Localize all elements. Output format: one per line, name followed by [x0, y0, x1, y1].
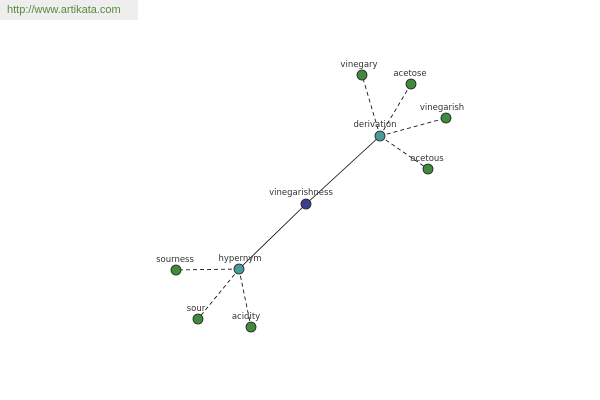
site-url-watermark: http://www.artikata.com	[0, 0, 138, 20]
node-vinegarish[interactable]	[440, 112, 452, 124]
node-sour[interactable]	[192, 313, 204, 325]
labels-layer: vinegarishness derivation hypernym vinegary…	[156, 60, 464, 322]
node-acetose[interactable]	[405, 78, 417, 90]
node-label-derivation: derivation	[353, 120, 396, 130]
node-acetous[interactable]	[422, 163, 434, 175]
edge-derivation-vinegarish	[379, 117, 447, 137]
node-hypernym[interactable]	[233, 263, 245, 275]
edge-derivation-acetose	[379, 83, 412, 137]
edge-hypernym-sour	[197, 268, 240, 320]
node-vinegarishness[interactable]	[300, 198, 312, 210]
edge-derivation-vinegary	[361, 74, 381, 137]
edge-vinegarishness-derivation	[305, 135, 381, 205]
node-label-sour: sour	[187, 304, 206, 314]
node-sourness[interactable]	[170, 264, 182, 276]
node-label-acetose: acetose	[393, 69, 426, 79]
node-derivation[interactable]	[374, 130, 386, 142]
node-label-vinegarishness: vinegarishness	[269, 188, 333, 198]
node-label-sourness: sourness	[156, 255, 194, 265]
edge-vinegarishness-hypernym	[238, 203, 307, 270]
nodes-layer	[170, 69, 452, 333]
node-label-vinegary: vinegary	[340, 60, 377, 70]
node-acidity[interactable]	[245, 321, 257, 333]
node-label-acetous: acetous	[410, 154, 444, 164]
edges-layer	[175, 74, 447, 328]
edge-hypernym-sourness	[175, 268, 240, 271]
node-label-acidity: acidity	[232, 312, 260, 322]
node-label-hypernym: hypernym	[218, 254, 261, 264]
node-label-vinegarish: vinegarish	[420, 103, 464, 113]
site-url-text: http://www.artikata.com	[7, 4, 121, 16]
edge-hypernym-acidity	[238, 268, 252, 328]
edge-derivation-acetous	[379, 135, 429, 170]
node-vinegary[interactable]	[356, 69, 368, 81]
